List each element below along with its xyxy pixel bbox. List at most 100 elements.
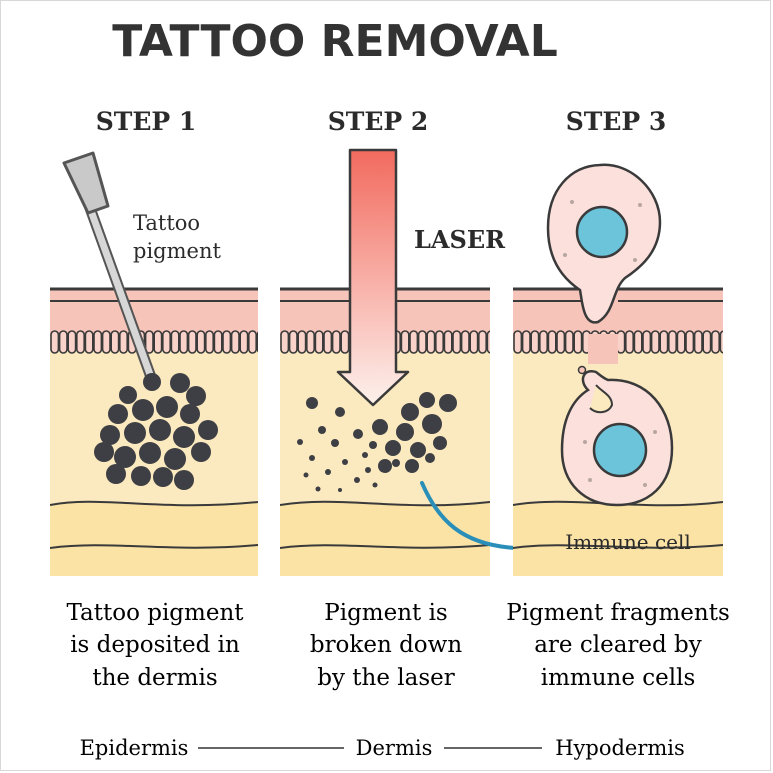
epidermis-cell (84, 330, 94, 354)
epidermis-cell (573, 330, 583, 354)
epidermis-cell (205, 330, 215, 354)
immune-cell-lower (560, 365, 674, 507)
layer-legend: Epidermis Dermis Hypodermis (80, 736, 685, 760)
epidermis-cell (719, 330, 723, 354)
panel-step-3: Immune cell (513, 163, 723, 576)
epidermis-cell (50, 330, 60, 354)
epidermis-cell (288, 330, 298, 354)
panel-step-1: Tattoo pigment (50, 151, 258, 576)
caption-line: is deposited in (70, 632, 240, 658)
epidermis-cell (434, 330, 444, 354)
epidermis-cell (196, 330, 206, 354)
epidermis-cell (693, 330, 703, 354)
epidermis-cell (530, 330, 540, 354)
epidermis-cell (331, 330, 341, 354)
epidermis-cell (305, 330, 315, 354)
epidermis-cell (659, 330, 669, 354)
broken-pigment-particles (297, 392, 457, 492)
epidermis-cell (256, 331, 258, 353)
tattoo-pigment-cluster (94, 373, 218, 490)
epidermis-cell (76, 330, 86, 354)
page-title: TATTOO REMOVAL (112, 16, 558, 67)
caption-line: broken down (310, 632, 462, 658)
tattoo-needle-icon (62, 151, 158, 386)
caption-line: Pigment fragments (506, 600, 730, 626)
tattoo-pigment-label-line-2: pigment (133, 239, 221, 263)
epidermis-cell (624, 330, 634, 354)
panel-step-2: LASER (280, 148, 532, 576)
epidermis-cell (67, 330, 77, 354)
epidermis-cell (400, 330, 410, 354)
epidermis-cell (710, 330, 720, 354)
step-3-caption: Pigment fragments are cleared by immune … (506, 600, 730, 691)
epidermis-cell (314, 330, 324, 354)
step-2-label: STEP 2 (328, 107, 429, 136)
epidermis-cell (521, 330, 531, 354)
epidermis-cell (667, 330, 677, 354)
step-1-label: STEP 1 (96, 107, 197, 136)
epidermis-cell (469, 330, 479, 354)
legend-epidermis: Epidermis (80, 736, 189, 760)
epidermis-cell (547, 330, 557, 354)
epidermis-cell (230, 330, 240, 354)
epidermis-cell (297, 330, 307, 354)
epidermis-cell (280, 330, 290, 354)
epidermis-cell (187, 330, 197, 354)
epidermis-cell (222, 330, 232, 354)
laser-beam-arrow (336, 148, 410, 407)
epidermis-cell (460, 330, 470, 354)
immune-cell-label: Immune cell (565, 530, 691, 554)
epidermis-cells (513, 330, 723, 354)
epidermis-cell (213, 330, 223, 354)
epidermis-cell (417, 330, 427, 354)
epidermis-cell (58, 330, 68, 354)
epidermis-cell (538, 330, 548, 354)
caption-line: immune cells (541, 665, 696, 691)
epidermis-cells (50, 330, 258, 354)
epidermis-cell (556, 330, 566, 354)
laser-label: LASER (414, 225, 506, 254)
nucleus-icon (592, 422, 648, 478)
epidermis-cell (477, 330, 487, 354)
tattoo-pigment-label-line-1: Tattoo (133, 211, 200, 235)
epidermis-cell (323, 330, 333, 354)
epidermis-cell (248, 330, 258, 354)
epidermis-cell (633, 330, 643, 354)
epidermis-cell (93, 330, 103, 354)
caption-line: Pigment is (324, 600, 448, 626)
step-2-caption: Pigment is broken down by the laser (310, 600, 462, 691)
step-3-label: STEP 3 (566, 107, 667, 136)
epidermis-cell (409, 330, 419, 354)
epidermis-cell (101, 330, 111, 354)
epidermis-cell (110, 330, 120, 354)
epidermis-cell (443, 330, 453, 354)
epidermis-cell (564, 330, 574, 354)
epidermis-cell (144, 330, 154, 354)
epidermis-cell (616, 330, 626, 354)
caption-line: the dermis (92, 665, 217, 691)
epidermis-cell (676, 330, 686, 354)
epidermis-cell (513, 330, 523, 354)
epidermis-layer (50, 288, 258, 336)
step-1-caption: Tattoo pigment is deposited in the dermi… (66, 600, 244, 691)
epidermis-cell (702, 330, 712, 354)
epidermis-cell (452, 330, 462, 354)
epidermis-cell (162, 330, 172, 354)
nucleus-icon (575, 205, 629, 259)
epidermis-cell (179, 330, 189, 354)
epidermis-cell (642, 330, 652, 354)
caption-line: by the laser (317, 665, 454, 691)
caption-line: are cleared by (534, 632, 702, 658)
clearance-arrow (420, 481, 518, 550)
legend-dermis: Dermis (356, 736, 433, 760)
epidermis-layer (513, 288, 723, 336)
epidermis-cell (486, 330, 490, 354)
epidermis-cell (426, 330, 436, 354)
epidermis-cell (340, 330, 350, 354)
epidermis-cell (239, 330, 249, 354)
immune-cell-upper (546, 163, 662, 324)
epidermis-cell (119, 330, 129, 354)
epidermis-cell (153, 330, 163, 354)
